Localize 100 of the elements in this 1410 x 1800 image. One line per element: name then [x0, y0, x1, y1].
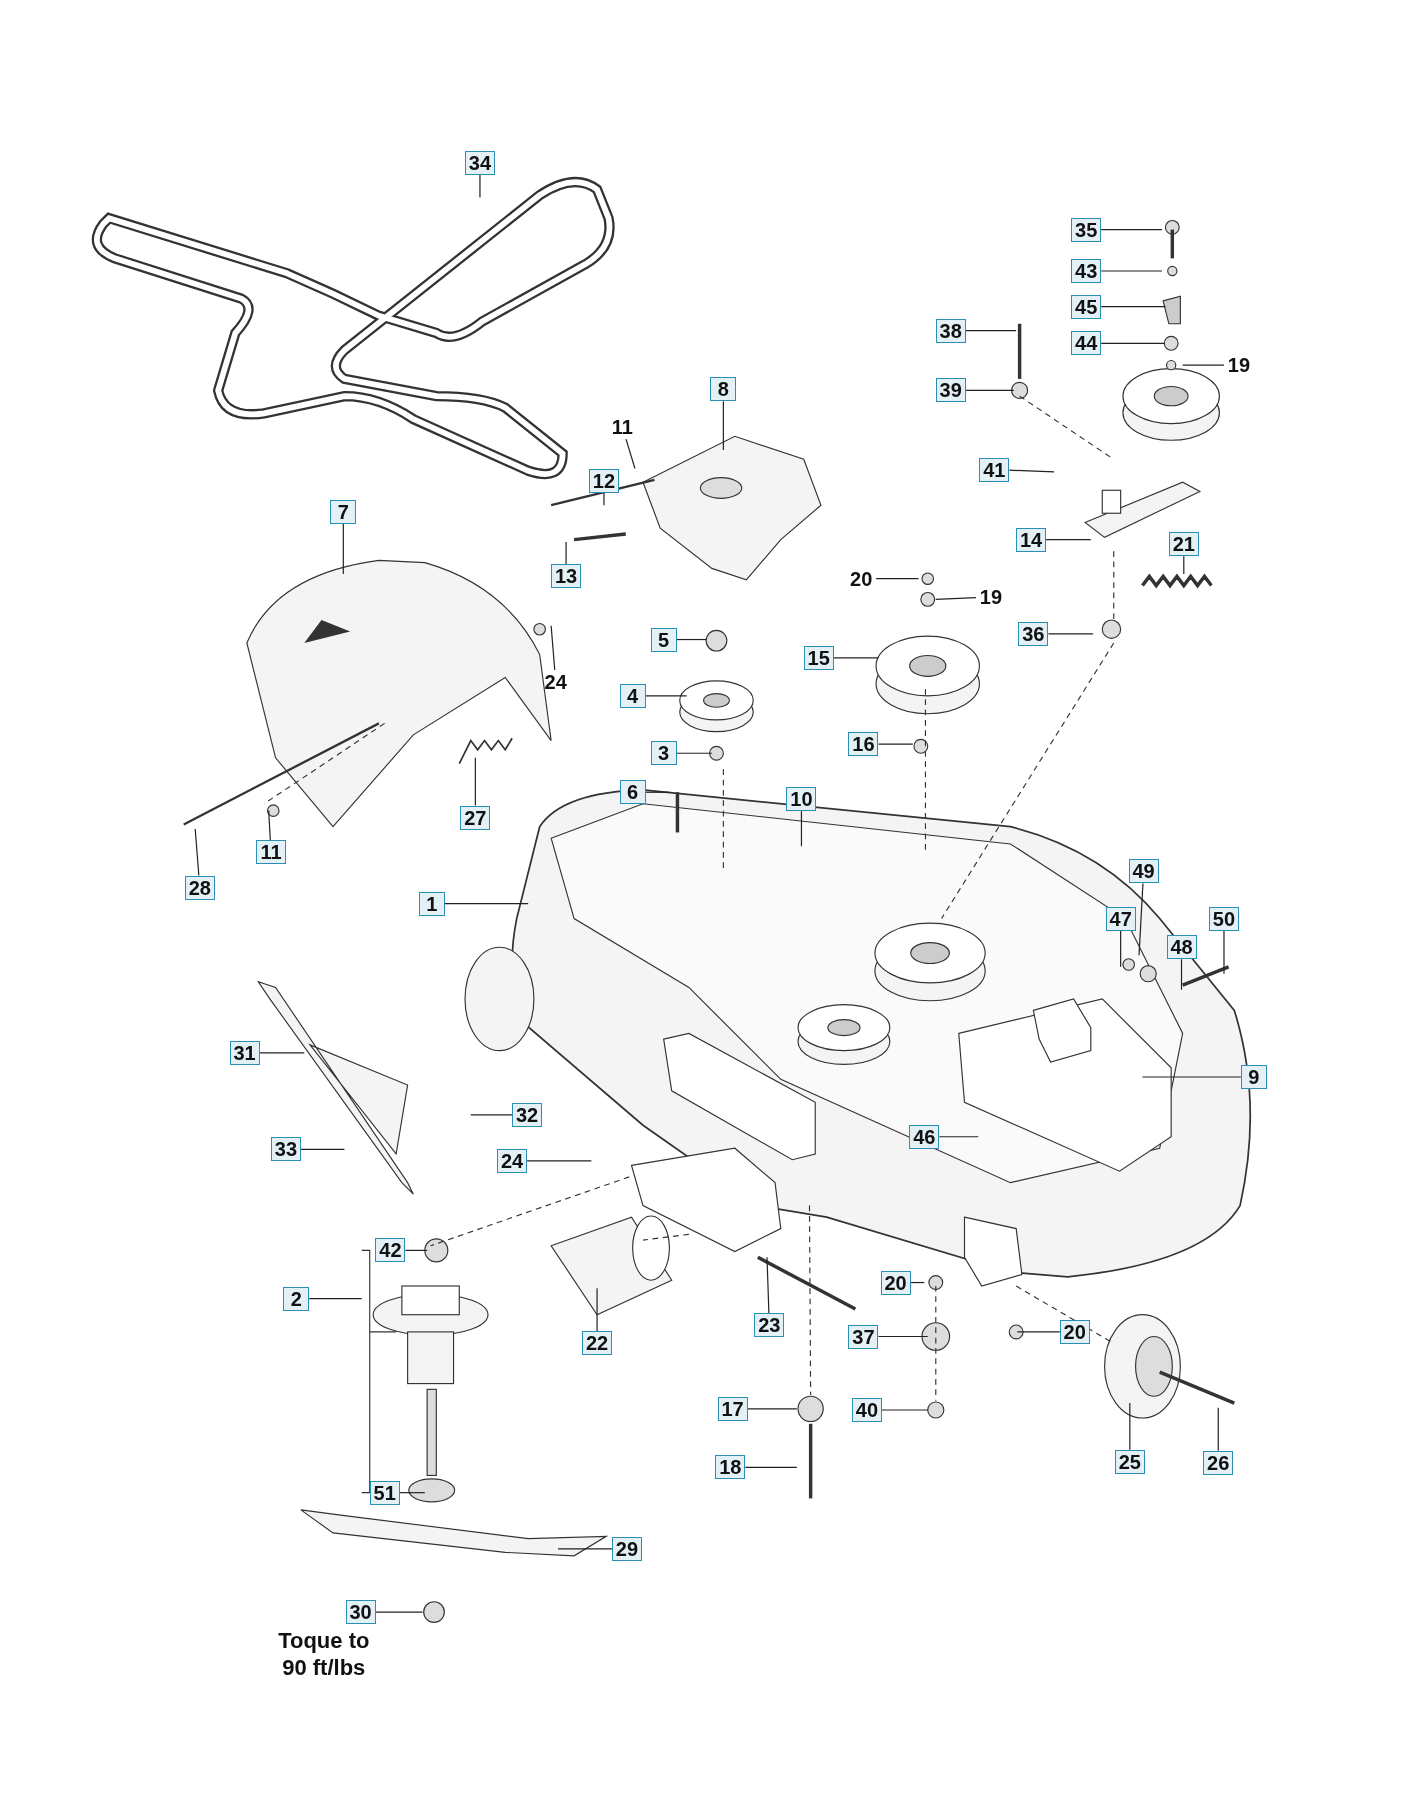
leader-line: [399, 1492, 426, 1494]
leader-line: [1129, 1402, 1131, 1451]
leader-line: [875, 578, 920, 580]
callout-number: 10: [786, 787, 817, 812]
callout-number: 23: [754, 1313, 785, 1338]
leader-line: [474, 757, 476, 807]
callout-number: 40: [851, 1398, 882, 1422]
callout-number: 36: [1018, 621, 1049, 646]
leader-line: [1047, 633, 1094, 635]
leader-line: [746, 1408, 798, 1410]
callout-number: 16: [848, 732, 879, 757]
leader-line: [935, 597, 977, 600]
leader-line: [881, 1409, 929, 1411]
callout-number: 12: [588, 469, 619, 494]
leader-line: [1141, 1076, 1242, 1078]
leader-line: [1138, 882, 1144, 956]
leader-line: [526, 1160, 592, 1162]
leader-line: [1223, 929, 1225, 975]
leader-line: [800, 810, 803, 847]
callout-number: 49: [1128, 859, 1159, 884]
callout-number: 37: [848, 1324, 879, 1349]
callout-number: 45: [1071, 294, 1102, 319]
callout-number: 34: [464, 151, 495, 176]
leader-line: [470, 1114, 513, 1116]
callout-number: 41: [979, 457, 1010, 482]
callout-number: 39: [935, 378, 966, 403]
callout-number: 11: [607, 415, 638, 440]
leader-line: [766, 1256, 770, 1314]
leader-line: [1217, 1407, 1219, 1452]
callout-number: 38: [935, 318, 966, 343]
leader-line: [342, 523, 344, 575]
leader-line: [479, 174, 481, 199]
callout-number: 31: [229, 1040, 260, 1065]
callout-number: 51: [369, 1480, 400, 1505]
callout-number: 28: [184, 875, 215, 900]
callout-number: 8: [710, 377, 737, 402]
leader-line: [300, 1148, 346, 1150]
leader-line: [596, 1287, 598, 1332]
callout-number: 33: [270, 1137, 301, 1162]
leader-line: [1180, 958, 1183, 991]
callout-number: 19: [975, 585, 1006, 610]
leader-line: [308, 1298, 363, 1300]
leader-line: [645, 791, 670, 793]
callout-number: 30: [345, 1600, 376, 1625]
leader-line: [938, 1136, 979, 1138]
callout-number: 9: [1240, 1065, 1267, 1089]
callout-number: 14: [1016, 527, 1047, 552]
leader-line: [965, 330, 1017, 332]
callout-number: 22: [582, 1331, 613, 1356]
callout-number: 4: [619, 683, 646, 708]
callout-number: 11: [255, 839, 286, 864]
callout-number: 1: [418, 891, 445, 916]
leader-line: [965, 389, 1015, 391]
callout-number: 27: [460, 805, 491, 830]
leader-line: [722, 400, 724, 451]
callout-number: 19: [1223, 353, 1254, 378]
leader-line: [645, 695, 688, 697]
callout-number: 18: [715, 1455, 746, 1480]
callout-number: 48: [1166, 935, 1197, 960]
leader-line: [404, 1249, 428, 1251]
leader-line: [565, 541, 567, 565]
callout-number: 21: [1168, 532, 1199, 557]
callout-number: 6: [619, 780, 646, 805]
callout-number: 32: [512, 1102, 542, 1127]
callout-number: 24: [497, 1148, 528, 1173]
leader-line: [194, 828, 200, 877]
callout-number: 7: [330, 500, 357, 525]
callout-number: 29: [611, 1536, 642, 1561]
callout-number: 35: [1071, 217, 1102, 242]
leader-line: [1100, 342, 1165, 344]
callout-number: 46: [909, 1124, 940, 1149]
callout-number: 5: [650, 627, 677, 652]
leader-line: [1100, 270, 1163, 272]
torque-note: Toque to 90 ft/lbs: [277, 1628, 371, 1681]
callout-number: 17: [717, 1396, 748, 1421]
leader-line: [877, 743, 914, 745]
callout-number: 20: [1059, 1319, 1090, 1344]
leader-line: [877, 1335, 929, 1338]
callout-number: 44: [1071, 331, 1102, 356]
leader-line: [1182, 364, 1225, 366]
callout-number: 24: [540, 670, 571, 695]
leader-line: [550, 625, 556, 671]
callout-number: 42: [375, 1238, 406, 1263]
leader-line: [1100, 305, 1167, 308]
callout-number: 2: [283, 1286, 310, 1311]
leader-line: [268, 810, 271, 841]
callout-number: 26: [1203, 1450, 1234, 1475]
leader-line: [557, 1548, 613, 1550]
callout-number: 20: [846, 566, 877, 591]
callout-number: 13: [551, 564, 582, 589]
leader-line: [676, 752, 713, 754]
leader-line: [1008, 469, 1055, 473]
leader-line: [833, 657, 879, 659]
leader-line: [744, 1466, 798, 1468]
callout-number: 50: [1209, 906, 1239, 931]
callout-number: 43: [1071, 258, 1102, 283]
leader-line: [603, 492, 605, 506]
leader-line: [444, 903, 529, 905]
leader-line: [374, 1611, 424, 1613]
leader-line: [258, 1052, 305, 1054]
